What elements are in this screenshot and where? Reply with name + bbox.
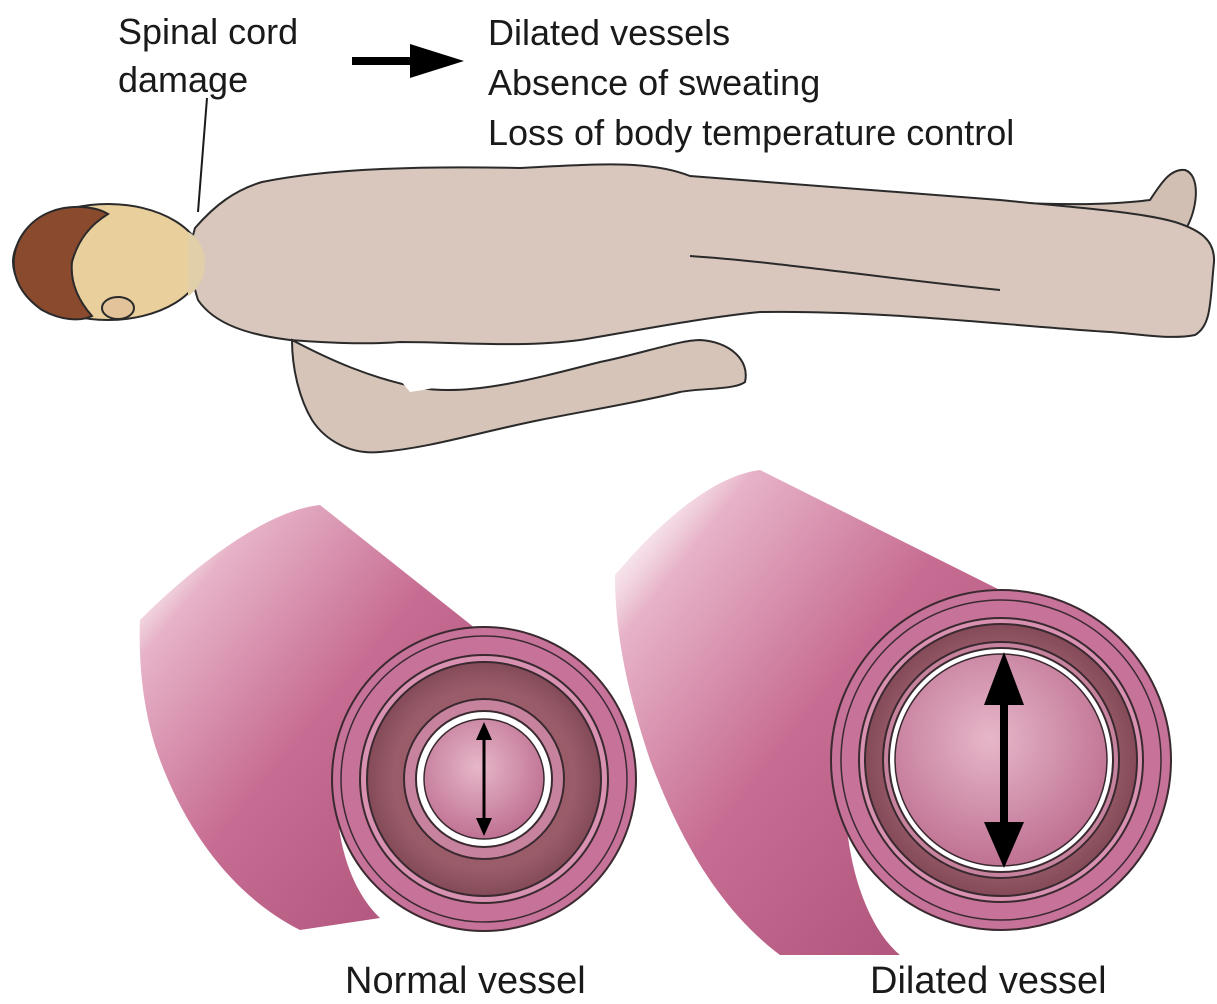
dilated-vessel (615, 470, 1171, 955)
cause-line-1: Spinal cord (118, 8, 298, 56)
near-arm (292, 340, 746, 452)
normal-vessel (140, 505, 636, 931)
cause-line-2: damage (118, 56, 298, 104)
cause-effect-arrow (352, 44, 464, 78)
effect-item: Dilated vessels (488, 8, 1014, 58)
effect-item: Loss of body temperature control (488, 108, 1014, 158)
normal-vessel-label: Normal vessel (345, 962, 586, 1000)
ear (102, 297, 134, 319)
patient-figure (13, 164, 1214, 452)
effects-list: Dilated vessels Absence of sweating Loss… (488, 8, 1014, 158)
pointer-line (198, 98, 207, 212)
dilated-vessel-label: Dilated vessel (870, 962, 1107, 1000)
effect-item: Absence of sweating (488, 58, 1014, 108)
cause-label: Spinal cord damage (118, 8, 298, 104)
body (191, 164, 1214, 344)
